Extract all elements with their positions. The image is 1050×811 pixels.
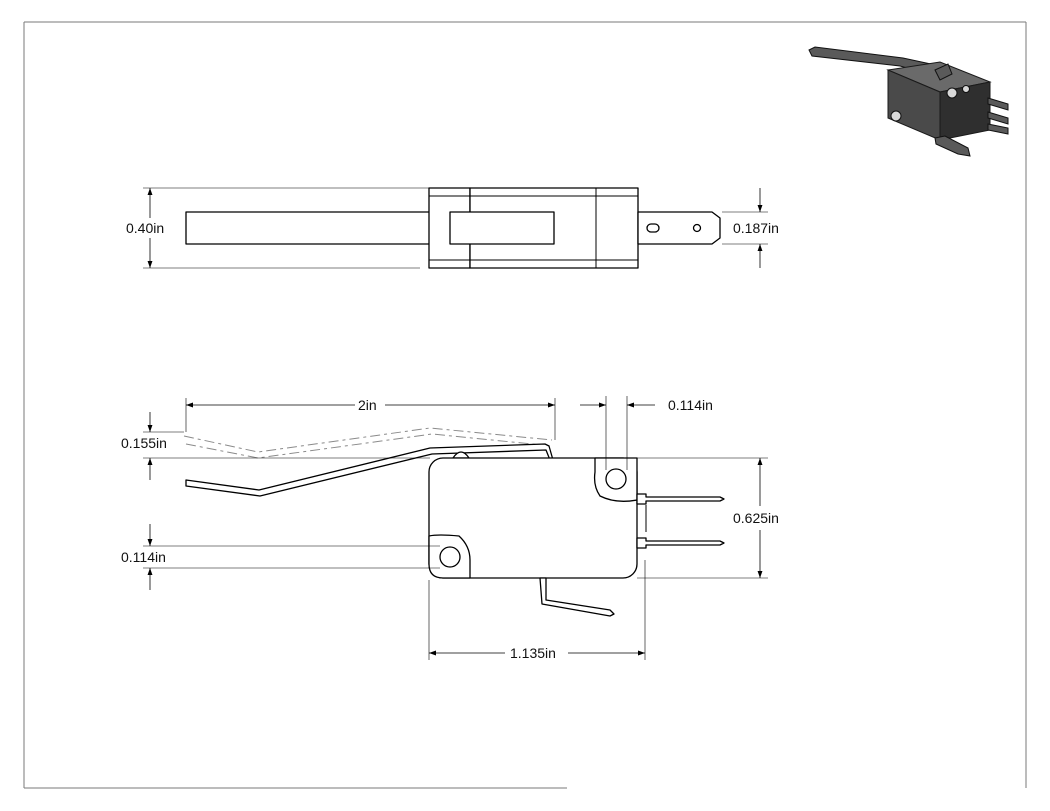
dimension-label: 0.155in [121, 435, 167, 451]
dimension-hole-offset-bottom: 0.114in [121, 524, 440, 590]
dimension-top-height: 0.40in [126, 187, 470, 269]
side-view [183, 427, 725, 617]
dimension-body-height: 0.625in [637, 457, 779, 579]
dimension-label: 0.187in [733, 220, 779, 236]
dimension-label: 0.625in [733, 510, 779, 526]
dimension-body-length: 1.135in [428, 560, 646, 661]
dimension-terminal-width: 0.187in [722, 188, 779, 268]
dimension-label: 2in [358, 397, 377, 413]
dimension-label: 0.114in [121, 549, 166, 565]
dimension-lever-travel: 0.155in [121, 412, 430, 480]
dimension-hole-offset-top: 0.114in [580, 396, 713, 470]
dimension-label: 1.135in [510, 645, 556, 661]
drawing-border [23, 21, 1027, 789]
isometric-view [808, 46, 1009, 157]
dimension-label: 0.40in [126, 220, 164, 236]
dimension-label: 0.114in [668, 397, 713, 413]
dimension-lever-length: 2in [185, 397, 556, 440]
top-view [185, 187, 721, 269]
